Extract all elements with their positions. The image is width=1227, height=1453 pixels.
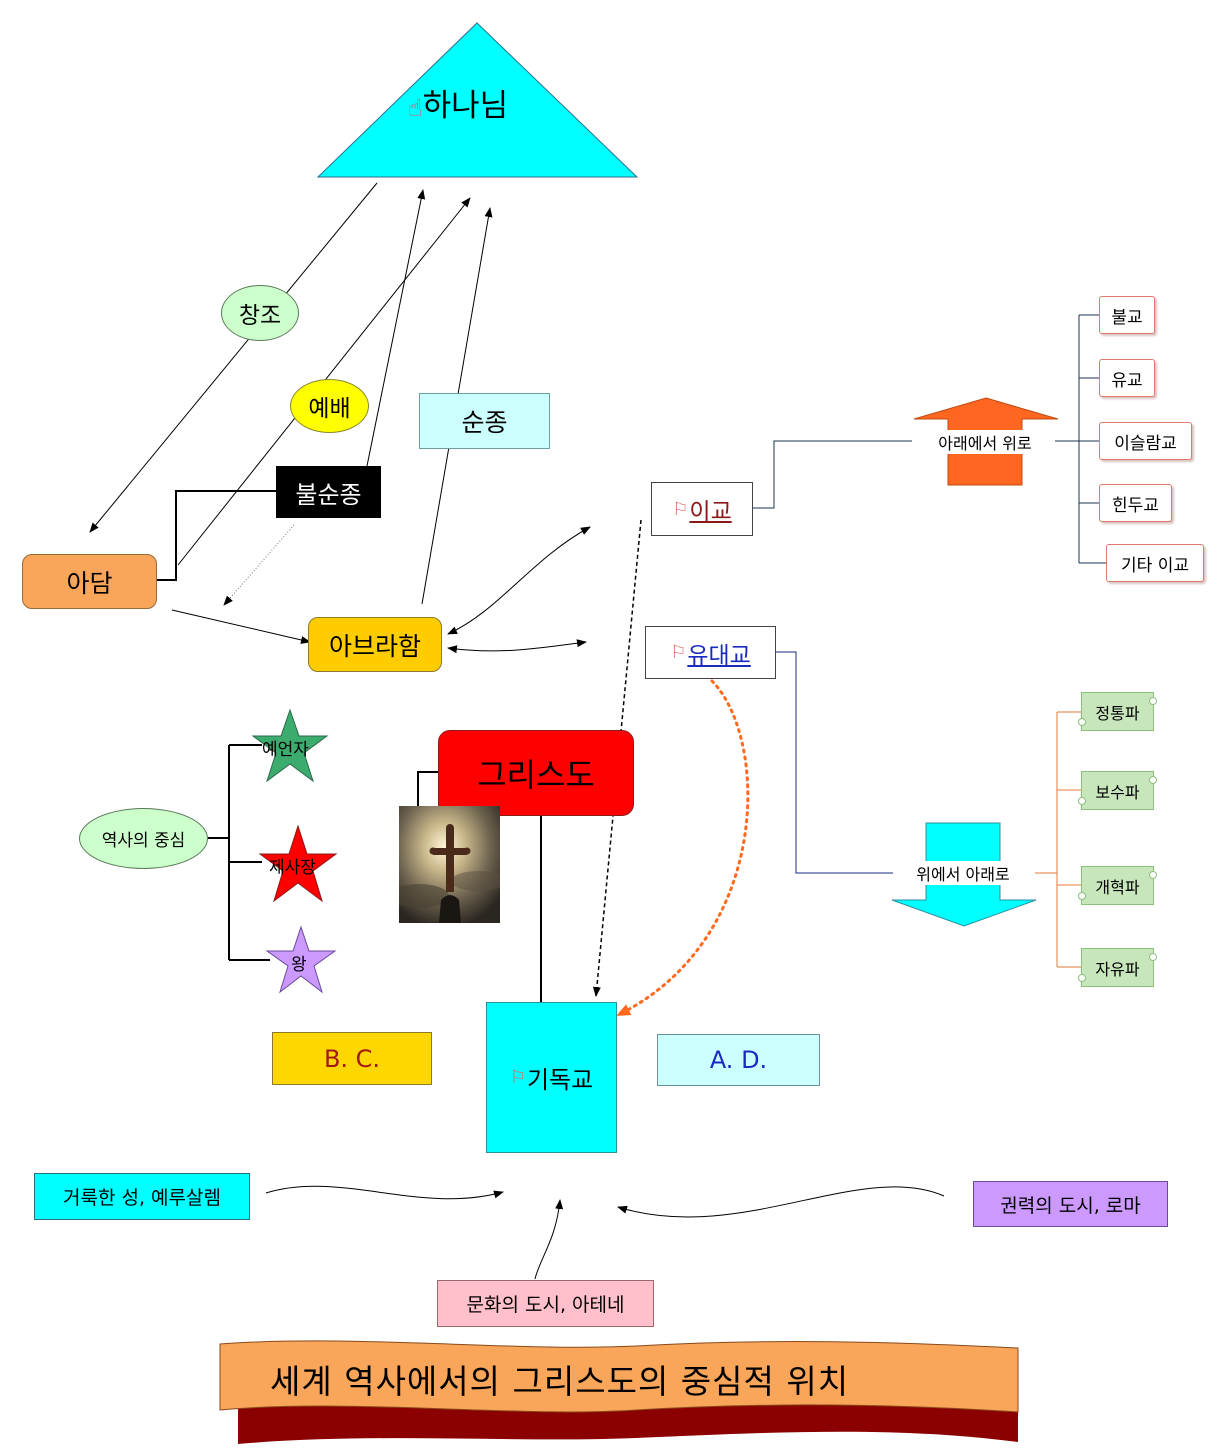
pagan-item[interactable]: 유교 [1099,359,1155,397]
flag-icon: ⚐ [670,642,687,663]
pagan-item[interactable]: 기타 이교 [1106,544,1204,582]
flag-icon: ⚐ [509,1067,526,1088]
god-triangle [316,22,639,178]
adam-node[interactable]: 아담 [22,554,157,609]
judaism-item[interactable]: 자유파 [1078,948,1157,987]
christ-node[interactable]: 그리스도 [438,730,634,816]
creation-arrow [89,182,378,533]
priest-label: 제사장 [269,858,316,878]
up-direction-label: 아래에서 위로 [915,430,1055,454]
adam-disobedience-connector [157,490,276,581]
disobedience-dotted-arrow [223,524,295,606]
adam-abraham-arrow [171,609,311,644]
title-banner [219,1340,1019,1444]
history-center-ellipse[interactable]: 역사의 중심 [79,808,208,869]
judaism-item[interactable]: 정통파 [1078,692,1157,731]
cross-image [399,806,500,923]
christ-image-connector [417,771,438,806]
jerusalem-box[interactable]: 거룩한 성, 예루살렘 [34,1173,250,1220]
christianity-node[interactable]: ⚐기독교 [486,1002,617,1153]
jerusalem-arrow [265,1185,504,1200]
disobedience-box[interactable]: 불순종 [276,466,381,518]
pagan-item[interactable]: 불교 [1099,296,1155,334]
flag-icon: ⚐ [672,498,689,520]
rome-box[interactable]: 권력의 도시, 로마 [973,1181,1168,1227]
down-direction-label: 위에서 아래로 [893,861,1033,885]
prophet-label: 예언자 [262,740,309,760]
judaism-item[interactable]: 보수파 [1078,771,1157,810]
worship-ellipse[interactable]: 예배 [290,379,369,433]
priest-star-icon [258,824,338,903]
pagan-item[interactable]: 힌두교 [1099,484,1172,522]
banner-title: 세계 역사에서의 그리스도의 중심적 위치 [270,1362,850,1401]
obedience-box[interactable]: 순종 [419,393,550,449]
judaism-down-connector [775,651,893,874]
abraham-node[interactable]: 아브라함 [308,617,442,672]
god-label[interactable]: ☝하나님 [408,88,509,124]
disobedience-arrow [366,189,426,467]
king-star-icon [265,925,337,994]
athens-box[interactable]: 문화의 도시, 아테네 [437,1280,654,1327]
pagan-item[interactable]: 이슬람교 [1099,422,1192,460]
pagan-node[interactable]: ⚐이교 [651,482,753,536]
rome-arrow [617,1186,945,1218]
judaism-christianity-dotted-arrow [616,679,750,1017]
judaism-item[interactable]: 개혁파 [1078,866,1157,905]
athens-arrow [534,1199,564,1280]
king-label: 왕 [291,955,307,975]
bc-box[interactable]: B. C. [272,1032,432,1085]
ad-box[interactable]: A. D. [657,1034,820,1086]
creation-ellipse[interactable]: 창조 [221,285,299,341]
prophet-star-icon [251,708,329,783]
abraham-pagan-arrow [447,526,591,635]
pagan-up-connector [752,440,912,509]
judaism-node[interactable]: ⚐유대교 [645,626,776,679]
abraham-judaism-arrow [447,639,587,654]
pointing-hand-icon: ☝ [408,94,423,122]
